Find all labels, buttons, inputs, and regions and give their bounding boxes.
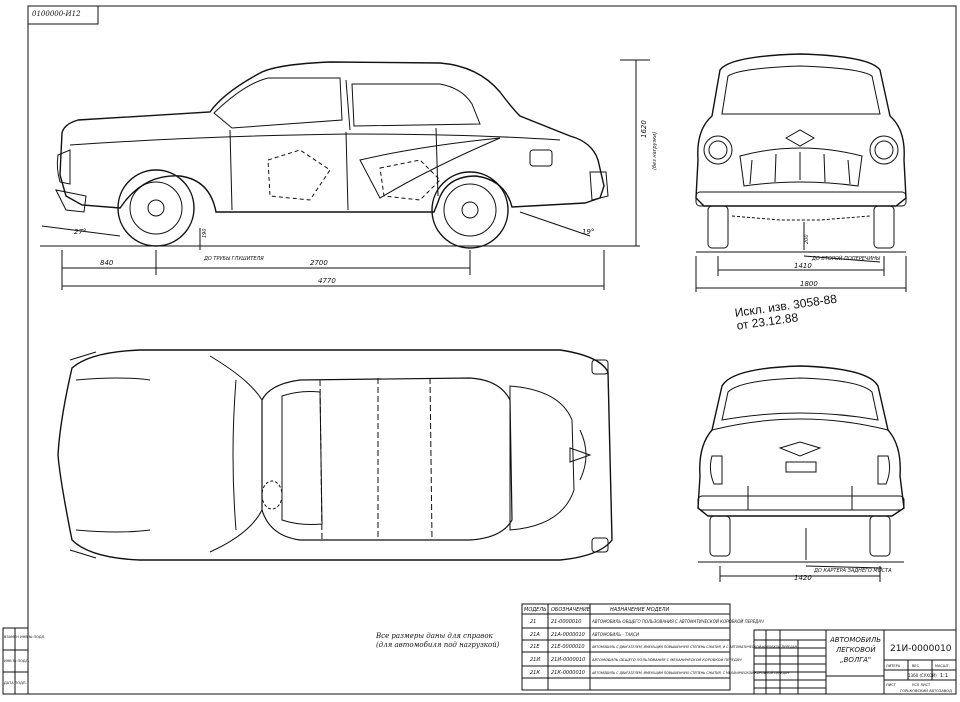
stamp-label-litera: ЛИТЕРА [886,664,901,668]
rear-view [697,365,905,582]
title-line-3: „ВОЛГА" [840,656,871,664]
dim-wheelbase: 2700 [310,259,328,267]
dim-height-note: (без нагрузки) [652,132,658,170]
table-header-purpose: НАЗНАЧЕНИЕ МОДЕЛИ [610,607,669,613]
table-cell-model: 21И [530,657,540,663]
title-line-1: АВТОМОБИЛЬ [829,636,881,644]
top-view [57,349,613,561]
margin-label-inv: ИНВ № ПОДЛ. [4,659,29,663]
table-header-code: ОБОЗНАЧЕНИЕ [551,607,591,613]
stamp-label-mass: ВЕС [912,664,920,668]
table-cell-purpose: АВТОМОБИЛЬ С ДВИГАТЕЛЕМ, ИМЕЮЩИМ ПОВЫШЕН… [591,644,798,649]
dim-height: 1620 [640,120,648,138]
dim-front-track: 1410 [794,262,812,270]
margin-label-date: ДАТА ПОДП. [4,681,27,685]
table-cell-purpose: АВТОМОБИЛЬ ОБЩЕГО ПОЛЬЗОВАНИЯ С МЕХАНИЧЕ… [591,657,742,662]
table-cell-code: 21А-0000010 [551,632,585,638]
corner-code: 0100000-И12 [32,10,81,18]
side-view [40,59,650,290]
dim-front-overhang: 840 [100,259,114,267]
table-cell-code: 21Е-0000010 [551,644,585,650]
table-cell-model: 21К [530,670,540,676]
table-cell-code: 21И-0000010 [551,657,585,663]
dim-overall-width: 1800 [800,280,818,288]
dim-clearance-front: 190 [202,228,208,238]
dim-front-angle: 27° [74,228,86,236]
drawing-number: 21И-0000010 [890,644,952,654]
corner-code-box [27,5,99,25]
title-line-2: ЛЕГКОВОЙ [835,645,876,654]
stamp-label-scale: МАСШТ. [935,664,950,668]
table-cell-purpose: АВТОМОБИЛЬ С ДВИГАТЕЛЕМ, ИМЕЮЩИМ ПОВЫШЕН… [591,670,790,675]
callout-rear-axle: ДО КАРТЕРА ЗАДНЕГО МОСТА [813,568,892,574]
table-cell-model: 21 [530,619,536,625]
mass-value: 1360 (СУХОЙ) [908,673,937,678]
stamp-label-sheet: ЛИСТ [886,683,897,687]
factory-name: ГОРЬКОВСКИЙ АВТОЗАВОД [900,688,952,693]
table-cell-purpose: АВТОМОБИЛЬ - ТАКСИ [591,632,639,637]
general-note-line-2: (для автомобиля под нагрузкой) [376,641,500,649]
table-cell-purpose: АВТОМОБИЛЬ ОБЩЕГО ПОЛЬЗОВАНИЯ С АВТОМАТИ… [591,619,764,624]
stamp-label-sheets: УСЛ ЛИСТ [912,683,931,687]
title-block-grid [753,629,957,695]
dim-clearance-rear: 200 [804,234,810,244]
general-note-line-1: Все размеры даны для справок [376,632,493,640]
scale-value: 1:1 [940,673,948,679]
general-note: Все размеры даны для справок (для автомо… [376,632,499,650]
callout-crossmember: ДО ВТОРОЙ ПОПЕРЕЧИНЫ [811,255,881,262]
table-cell-code: 21К-0000010 [551,670,585,676]
dim-overall-length: 4770 [318,277,336,285]
sheet-frame [27,5,957,695]
table-cell-model: 21Е [530,644,540,650]
front-view [695,53,907,292]
table-cell-code: 21-0000010 [551,619,581,625]
left-margin-strip [2,627,29,695]
dim-rear-track: 1420 [794,574,812,582]
models-table-grid [521,603,731,691]
table-header-model: МОДЕЛЬ [524,607,547,613]
table-cell-model: 21А [530,632,540,638]
callout-exhaust: ДО ТРУБЫ ГЛУШИТЕЛЯ [203,256,264,262]
dim-rear-angle: 19° [582,228,594,236]
margin-label-replace: ВЗАМЕН ИНВ № ПОДЛ. [4,635,45,639]
